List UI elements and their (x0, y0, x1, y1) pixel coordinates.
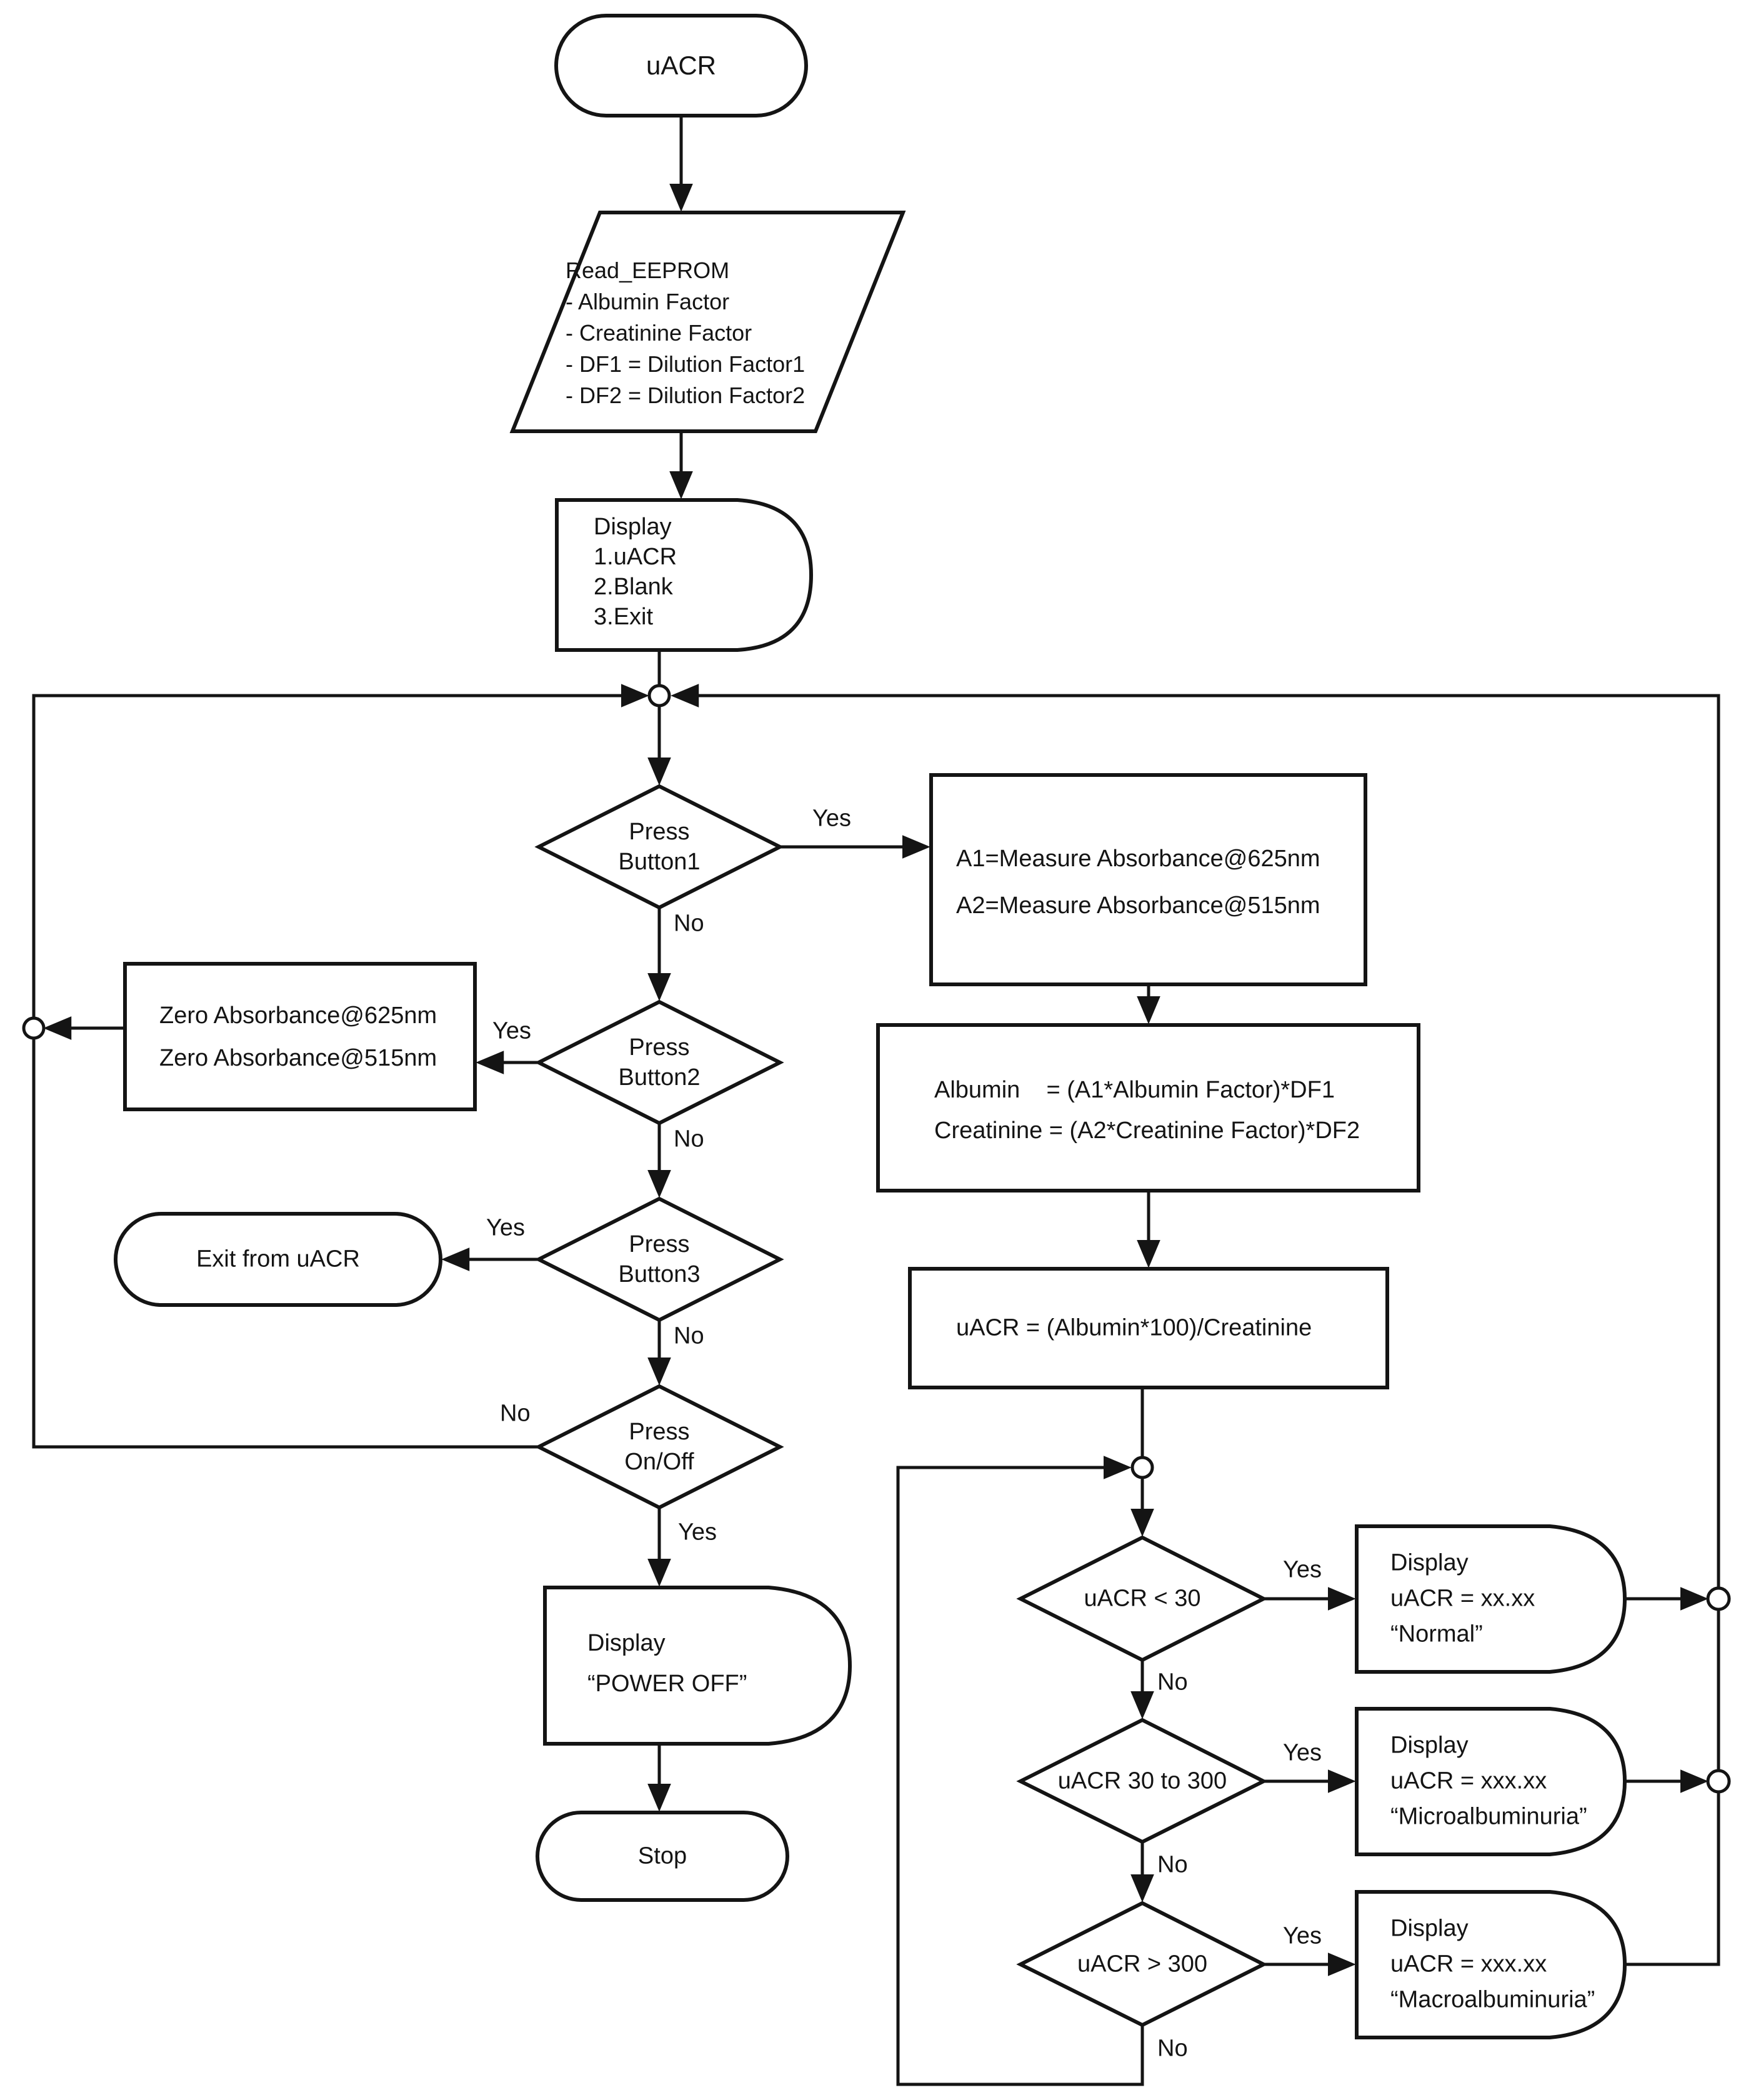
ratio-label: uACR = (Albumin*100)/Creatinine (956, 1314, 1312, 1341)
uacr-30to300-decision-shape (1016, 1718, 1268, 1844)
start-label: uACR (646, 51, 717, 80)
button1-yes-label: Yes (812, 805, 851, 832)
onoff-no-label: No (500, 1400, 531, 1427)
junction-nodes (22, 684, 1731, 1794)
stop-terminal-shape (536, 1811, 789, 1902)
edge-onoff-no-loop (32, 684, 649, 1449)
junction-node-result (1130, 1456, 1154, 1479)
gt300-no-label: No (1157, 2035, 1188, 2062)
exit-terminal-shape (114, 1212, 442, 1307)
menu-display-shape (555, 498, 814, 652)
button1-no-label: No (674, 910, 704, 937)
zero-label: Zero Absorbance@625nm Zero Absorbance@51… (159, 1002, 437, 1071)
menu-display-label: Display 1.uACR 2.Blank 3.Exit (594, 514, 677, 630)
gt300-yes-label: Yes (1283, 1922, 1322, 1949)
start-terminal-shape (554, 14, 808, 118)
connectors (32, 116, 1720, 2086)
press-button1-decision-shape (534, 784, 784, 910)
read-eeprom-label: Read_EEPROM - Albumin Factor - Creatinin… (566, 258, 806, 408)
power-off-display-shape (543, 1586, 852, 1746)
uacr-lt30-label: uACR < 30 (1084, 1585, 1201, 1612)
exit-label: Exit from uACR (196, 1246, 360, 1272)
button2-yes-label: Yes (492, 1018, 531, 1044)
measure-process-shape (929, 773, 1367, 986)
uacr-30to300-label: uACR 30 to 300 (1057, 1768, 1227, 1794)
press-button1-label: Press Button1 (618, 819, 701, 875)
micro-display-shape (1355, 1707, 1627, 1856)
30to300-yes-label: Yes (1283, 1739, 1322, 1766)
press-button3-label: Press Button3 (618, 1231, 701, 1288)
onoff-yes-label: Yes (678, 1519, 717, 1546)
micro-display-label: Display uACR = xxx.xx “Microalbuminuria” (1390, 1732, 1587, 1830)
press-button3-decision-shape (534, 1196, 784, 1322)
press-button2-decision-shape (534, 999, 784, 1126)
macro-display-label: Display uACR = xxx.xx “Macroalbuminuria” (1390, 1915, 1595, 2013)
30to300-no-label: No (1157, 1851, 1188, 1878)
button2-no-label: No (674, 1126, 704, 1152)
stop-label: Stop (637, 1842, 687, 1869)
junction-node-top (647, 684, 671, 708)
calc-process-shape (876, 1023, 1420, 1192)
ratio-process-shape (908, 1267, 1389, 1389)
junction-node-normal-out (1706, 1586, 1731, 1611)
calc-label: Albumin = (A1*Albumin Factor)*DF1 Creati… (934, 1077, 1360, 1144)
edge-right-return-loop (671, 684, 1720, 1966)
read-eeprom-io-shape (509, 211, 906, 433)
button3-no-label: No (674, 1322, 704, 1349)
lt30-yes-label: Yes (1283, 1556, 1322, 1583)
measure-label: A1=Measure Absorbance@625nm A2=Measure A… (956, 846, 1320, 919)
normal-display-shape (1355, 1524, 1627, 1674)
button3-yes-label: Yes (486, 1214, 525, 1241)
junction-node-left (22, 1016, 46, 1040)
uacr-lt30-decision-shape (1016, 1535, 1268, 1662)
lt30-no-label: No (1157, 1669, 1188, 1696)
press-onoff-decision-shape (534, 1384, 784, 1510)
uacr-gt300-label: uACR > 300 (1077, 1951, 1208, 1978)
uacr-gt300-decision-shape (1016, 1901, 1268, 2028)
macro-display-shape (1355, 1890, 1627, 2039)
node-shapes (114, 14, 1627, 2039)
press-button2-label: Press Button2 (618, 1034, 701, 1091)
edge-gt300-no-loop (896, 1456, 1144, 2086)
power-off-label: Display “POWER OFF” (587, 1630, 747, 1697)
normal-display-label: Display uACR = xx.xx “Normal” (1390, 1549, 1535, 1648)
zero-process-shape (123, 962, 477, 1111)
junction-node-micro-out (1706, 1769, 1731, 1794)
press-onoff-label: Press On/Off (624, 1419, 694, 1475)
